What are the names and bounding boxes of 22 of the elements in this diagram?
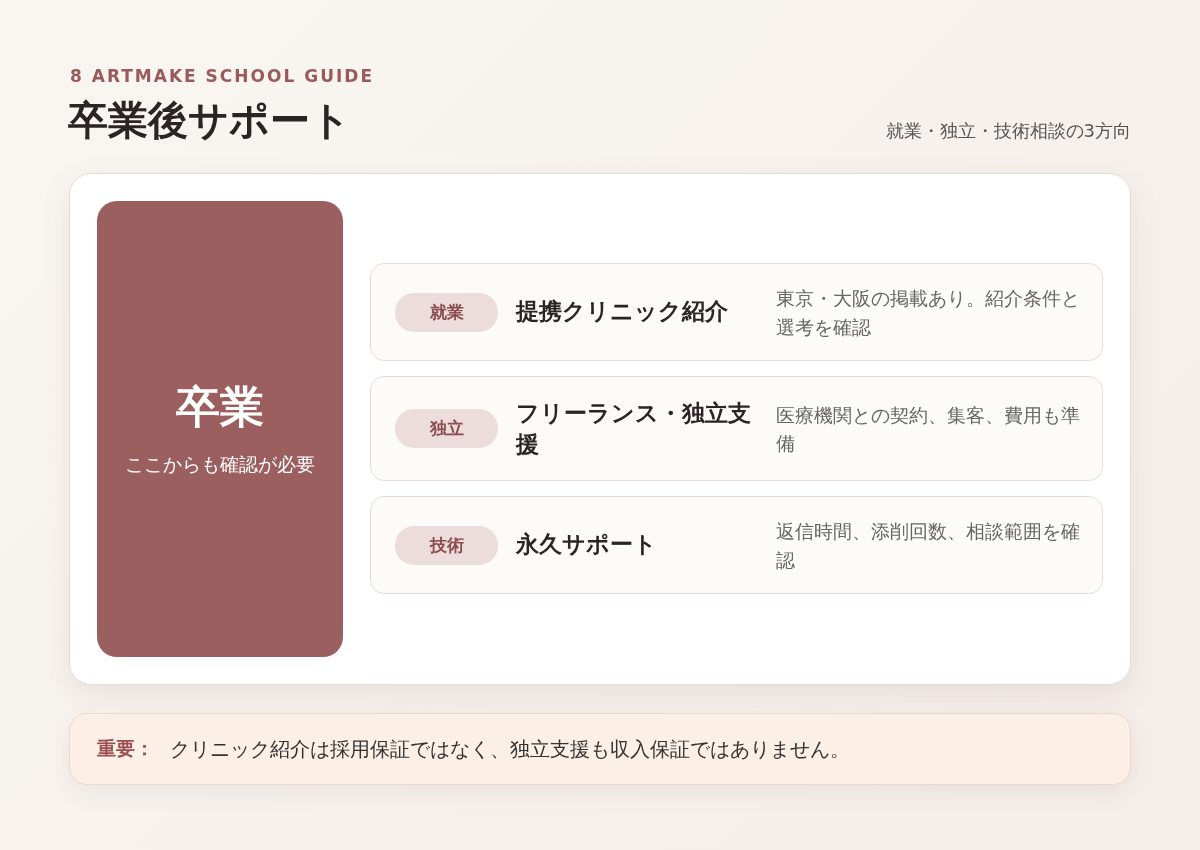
note-text: クリニック紹介は採用保証ではなく、独立支援も収入保証ではありません。 — [170, 736, 850, 763]
category-tag: 就業 — [395, 293, 498, 332]
subtitle-text: 就業・独立・技術相談の3方向 — [885, 119, 1131, 143]
panel-subtitle: ここからも確認が必要 — [125, 453, 315, 478]
note-banner — [69, 713, 1131, 785]
support-title: フリーランス・独立支援 — [516, 398, 751, 459]
page-title: 卒業後サポート — [68, 96, 351, 144]
category-tag: 技術 — [395, 526, 498, 565]
category-tag: 独立 — [395, 409, 498, 448]
support-card — [370, 376, 1103, 481]
support-title: 提携クリニック紹介 — [516, 297, 729, 327]
support-title: 永久サポート — [516, 530, 658, 560]
kicker-text: 8 ARTMAKE SCHOOL GUIDE — [70, 66, 374, 86]
support-description: 医療機関との契約、集客、費用も準備 — [776, 402, 1081, 456]
content-card — [69, 173, 1131, 685]
support-description: 返信時間、添削回数、相談範囲を確認 — [776, 518, 1081, 572]
graduation-panel — [97, 201, 343, 657]
panel-heading: 卒業 — [176, 380, 264, 434]
note-label: 重要： — [97, 736, 154, 761]
support-card — [370, 496, 1103, 594]
support-description: 東京・大阪の掲載あり。紹介条件と選考を確認 — [776, 285, 1081, 339]
support-card — [370, 263, 1103, 361]
